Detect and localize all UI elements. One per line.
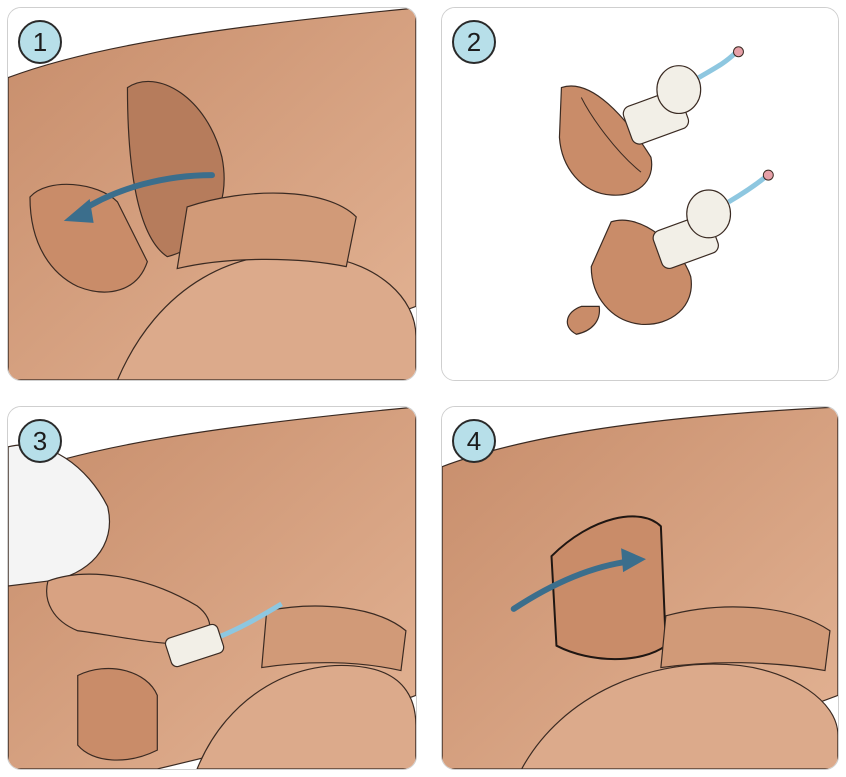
step-number-badge: 4 [452, 419, 496, 463]
step-4-illustration [442, 407, 838, 769]
genital-module [78, 669, 158, 761]
step-number-badge: 2 [452, 20, 496, 64]
hip-band [177, 193, 356, 269]
step-panel-2: 2 [441, 7, 839, 381]
step-1-illustration [8, 8, 416, 380]
step-number-badge: 1 [18, 20, 62, 64]
step-panel-3: 3 [7, 406, 417, 770]
step-2-illustration [442, 8, 838, 380]
step-panel-4: 4 [441, 406, 839, 770]
step-panel-1: 1 [7, 7, 417, 381]
step-3-illustration [8, 407, 416, 769]
step-number-badge: 3 [18, 419, 62, 463]
